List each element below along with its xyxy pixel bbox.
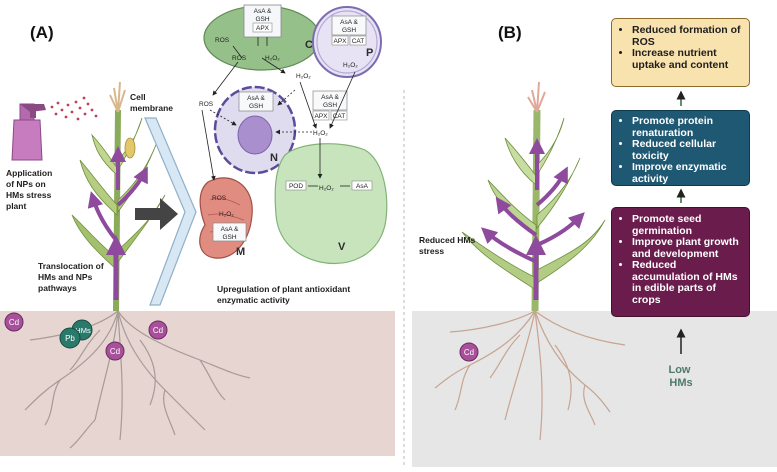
svg-text:APX: APX — [333, 38, 347, 45]
cell-membrane — [144, 117, 197, 306]
maize-plant-b — [461, 81, 606, 312]
cytosol-pathway: ROS H₂O₂ AsA & GSH APX CAT H₂O₂ — [199, 73, 348, 137]
cd-ion-2-label: Cd — [153, 326, 163, 335]
svg-text:ROS: ROS — [212, 195, 227, 202]
svg-text:H₂O₂: H₂O₂ — [319, 185, 334, 192]
svg-text:CAT: CAT — [352, 38, 365, 45]
cd-ion-1-label: Cd — [9, 318, 19, 327]
pb-ion — [59, 327, 81, 349]
panel-a-letter: (A) — [30, 23, 54, 42]
svg-text:AsA &: AsA & — [340, 19, 358, 26]
svg-text:N: N — [270, 152, 278, 164]
cd-ion-2 — [148, 320, 168, 340]
reduced-stress-label: Reduced HMs stress — [419, 235, 478, 256]
svg-text:AsA &: AsA & — [247, 95, 265, 102]
outcome-item: Reduced accumulation of HMs in edible pa… — [632, 259, 745, 306]
cd-ion-3 — [105, 341, 125, 361]
application-label: Application of NPs on HMs stress plant — [6, 168, 55, 211]
svg-text:APX: APX — [314, 113, 328, 120]
svg-text:V: V — [338, 241, 346, 253]
nucleus: AsA & GSH N — [213, 85, 297, 175]
svg-text:GSH: GSH — [255, 16, 269, 23]
plant-roots-a — [24, 310, 251, 449]
soil-panel-a — [0, 311, 395, 456]
cd-ion-b — [459, 342, 479, 362]
mitochondrion: ROS H₂O₂ AsA & GSH M — [199, 177, 253, 259]
outcome-box-protein: Promote protein renaturation Reduced cel… — [611, 110, 750, 186]
pathway-arrows — [201, 45, 356, 187]
panel-b-letter: (B) — [498, 23, 522, 42]
svg-text:GSH: GSH — [323, 102, 337, 109]
translocation-label: Translocation of HMs and NPs pathways — [38, 261, 106, 293]
hms-ion-label: HMs — [75, 326, 91, 335]
outcome-item: Promote protein renaturation — [632, 115, 745, 139]
cell-membrane-label: Cell membrane — [130, 92, 173, 113]
outcome-item: Improve enzymatic activity — [632, 161, 745, 185]
low-hms-label: Low HMs — [668, 364, 693, 389]
nanoparticle-spray — [50, 96, 98, 121]
pb-ion-label: Pb — [65, 334, 75, 343]
svg-text:AsA &: AsA & — [221, 226, 239, 233]
outcome-box-ros: Reduced formation of ROS Increase nutrie… — [611, 18, 750, 87]
svg-text:GSH: GSH — [342, 27, 356, 34]
svg-text:CAT: CAT — [333, 113, 346, 120]
svg-text:ROS: ROS — [215, 37, 230, 44]
upregulation-label: Upregulation of plant antioxidant enzyma… — [217, 284, 353, 305]
svg-text:H₂O₂: H₂O₂ — [219, 211, 234, 218]
svg-text:GSH: GSH — [249, 103, 263, 110]
maize-plant-a — [71, 81, 166, 312]
outcome-item: Improve plant growth and development — [632, 236, 745, 260]
vacuole: POD H₂O₂ AsA V — [274, 143, 388, 264]
plant-roots-b — [434, 310, 626, 441]
svg-text:GSH: GSH — [222, 234, 236, 241]
outcome-box-seed: Promote seed germination Improve plant g… — [611, 207, 750, 317]
cd-ion-3-label: Cd — [110, 347, 120, 356]
cd-ion-1 — [4, 312, 24, 332]
peroxisome: AsA & GSH APX CAT H₂O₂ P — [312, 6, 382, 78]
svg-text:AsA &: AsA & — [254, 8, 272, 15]
svg-text:C: C — [305, 39, 313, 51]
outcome-item: Reduced formation of ROS — [632, 24, 745, 48]
svg-text:ROS: ROS — [199, 101, 214, 108]
svg-text:APX: APX — [256, 25, 270, 32]
svg-text:H₂O₂: H₂O₂ — [265, 55, 280, 62]
outcome-item: Increase nutrient uptake and content — [632, 47, 745, 71]
svg-text:H₂O₂: H₂O₂ — [343, 62, 358, 69]
svg-text:POD: POD — [289, 183, 303, 190]
outcome-item: Reduced cellular toxicity — [632, 138, 745, 162]
uptake-arrow — [135, 198, 178, 230]
chloroplast: AsA & GSH APX ROS ROS H₂O₂ C — [203, 4, 321, 71]
svg-text:AsA: AsA — [356, 183, 369, 190]
svg-text:ROS: ROS — [232, 55, 247, 62]
outcome-item: Promote seed germination — [632, 213, 745, 237]
spray-bottle-icon — [11, 103, 46, 161]
svg-text:M: M — [236, 246, 245, 258]
soil-panel-b — [412, 311, 777, 467]
svg-text:H₂O₂: H₂O₂ — [313, 130, 328, 137]
cd-ion-b-label: Cd — [464, 348, 474, 357]
svg-text:AsA &: AsA & — [321, 94, 339, 101]
svg-text:P: P — [366, 47, 373, 59]
svg-text:H₂O₂: H₂O₂ — [296, 73, 311, 80]
